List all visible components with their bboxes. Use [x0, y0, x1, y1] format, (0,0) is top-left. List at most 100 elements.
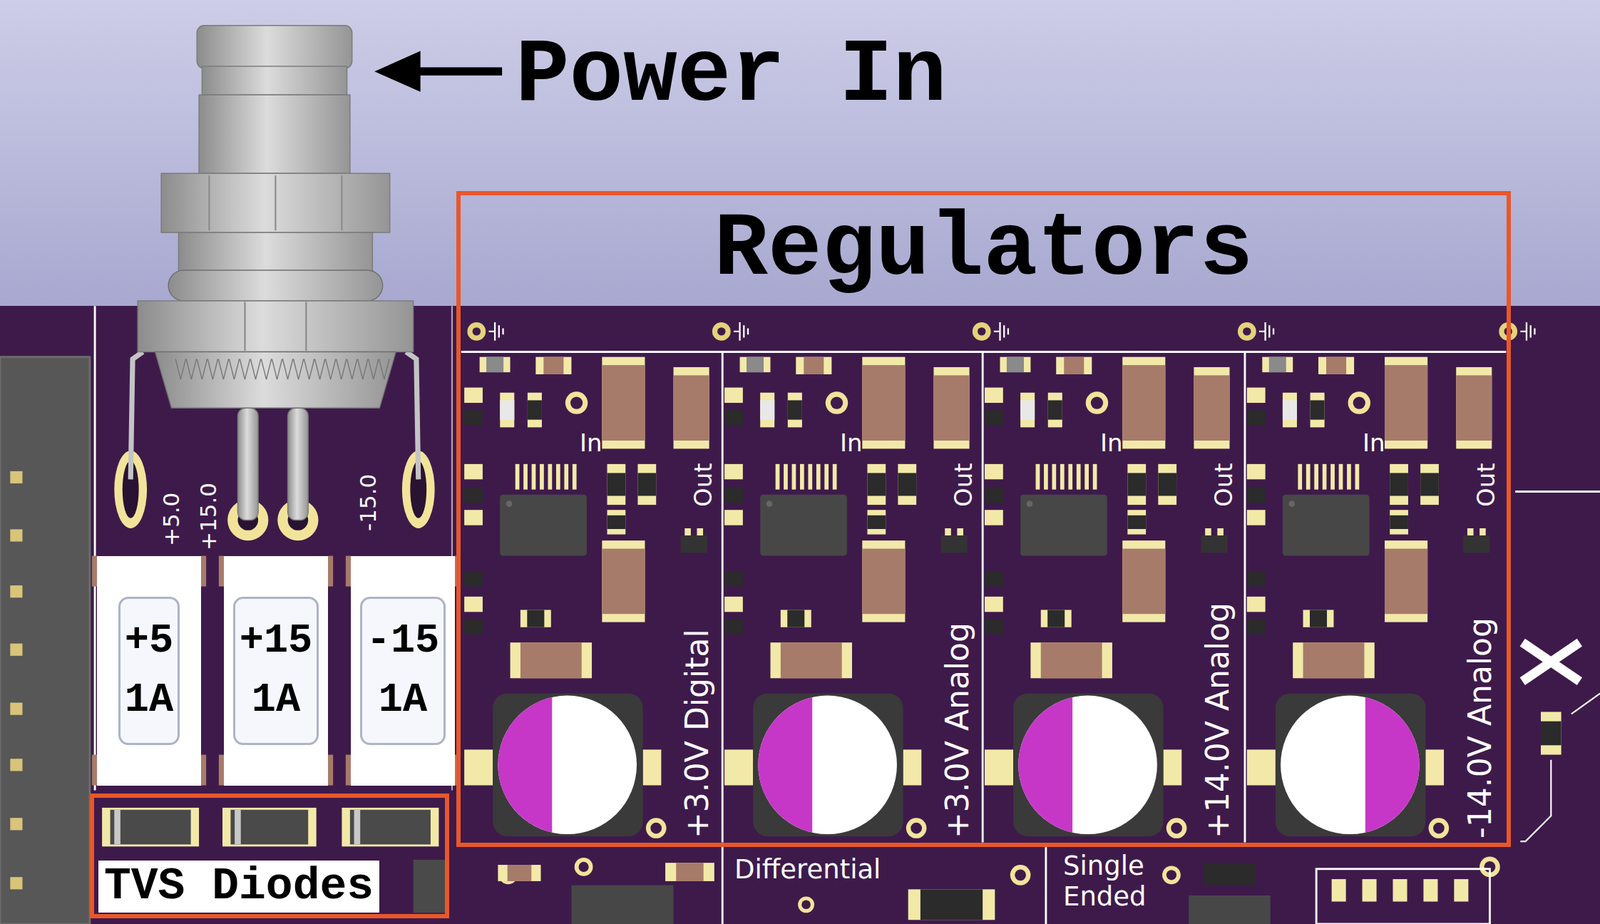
silkscreen-line	[1044, 846, 1047, 924]
ground-symbol	[993, 322, 1009, 341]
transistor	[940, 535, 967, 553]
ic-pin	[824, 464, 829, 490]
flange-edge	[305, 301, 307, 351]
smd-pad	[984, 387, 1004, 403]
smd-pad	[527, 392, 542, 428]
ic-pin	[1346, 464, 1352, 490]
section-title: Regulators	[713, 205, 1253, 296]
tvs-diode	[110, 809, 192, 845]
ic-pin	[807, 464, 813, 490]
signal-label: In	[839, 428, 863, 458]
smd-body	[897, 472, 917, 496]
smd-body	[486, 357, 504, 373]
smd-body	[1540, 721, 1562, 746]
regulator-ic	[1020, 494, 1108, 557]
tvs-diode	[413, 859, 447, 913]
smd-pad	[1423, 879, 1438, 902]
signal-label: In	[1362, 428, 1386, 458]
fuse-end-tab	[91, 755, 97, 786]
transistor	[1463, 535, 1490, 553]
pin-label: -15.0	[355, 474, 382, 532]
smd-pad	[984, 409, 1004, 425]
smd-pad	[724, 464, 743, 480]
test-hole	[578, 862, 589, 873]
pcb-board	[0, 305, 1600, 924]
knurl-tooth	[271, 359, 282, 381]
channel-label: +14.0V Analog	[1199, 602, 1238, 839]
resistor	[1303, 642, 1365, 679]
o-ring	[168, 270, 383, 301]
smd-pad	[1193, 367, 1230, 449]
diode-pad	[222, 807, 317, 847]
transistor-lead	[1217, 528, 1224, 536]
section-label: Single Ended	[1063, 851, 1147, 912]
inductor-base	[492, 693, 643, 837]
knurl-tooth	[282, 359, 293, 381]
test-hole	[1353, 396, 1366, 409]
smd-pad	[673, 367, 710, 449]
knurl-tooth	[325, 359, 336, 381]
knurl-tooth	[293, 359, 304, 381]
capacitor	[933, 375, 969, 441]
smd-pad	[1247, 464, 1266, 480]
test-hole	[1433, 822, 1445, 835]
ic-pin	[539, 464, 545, 490]
tvs-diode	[350, 809, 431, 845]
smd-body	[787, 400, 803, 420]
capacitor	[601, 549, 645, 615]
smd-pad	[1384, 357, 1428, 450]
smd-pad	[1331, 879, 1347, 902]
smd-pad	[724, 749, 753, 786]
smd-body	[1047, 609, 1065, 627]
smd-body	[607, 472, 627, 496]
ic-pin	[1060, 464, 1065, 490]
trace	[1520, 693, 1600, 842]
capacitor	[1193, 375, 1230, 441]
regulator-channel: +14.0V Analog	[984, 352, 1240, 842]
channel-label: -14.0V Analog	[1461, 617, 1500, 839]
via-pad	[1237, 322, 1257, 341]
smd-body	[1420, 472, 1439, 496]
test-pad	[565, 391, 588, 414]
transistor	[1204, 862, 1256, 885]
power-connector	[137, 25, 413, 408]
smd-body	[760, 400, 775, 420]
connector-leg	[406, 352, 419, 480]
backdrop	[0, 0, 1600, 306]
connector-barrel	[198, 94, 351, 174]
capacitor	[1455, 375, 1492, 441]
smd-body	[867, 472, 886, 496]
regulator-channel: +3.0V Digital	[464, 352, 720, 842]
diode-pad	[341, 807, 439, 847]
ic	[571, 885, 674, 924]
test-hole	[650, 822, 662, 835]
knurl-tooth	[379, 359, 390, 381]
smd-pad	[1247, 387, 1266, 403]
ic-pin	[1314, 464, 1319, 490]
inductor-base	[1013, 693, 1163, 837]
smd-body	[637, 472, 656, 496]
smd-pad	[499, 392, 515, 428]
smd-pad	[867, 509, 886, 535]
regulator-channel: -14.0V Analog	[1247, 352, 1503, 842]
section-label: Differential	[734, 854, 881, 886]
smd-pad	[933, 367, 969, 449]
ic-pin	[1093, 464, 1098, 490]
ic-pin	[548, 464, 553, 490]
smd-pad	[1157, 464, 1177, 505]
ic-pin	[1051, 464, 1056, 490]
test-pad	[906, 817, 927, 839]
smd-pad	[1247, 596, 1266, 612]
smd-pad	[464, 596, 483, 612]
smd-pad	[464, 409, 483, 425]
capacitor-polarity	[497, 697, 552, 833]
smd-body	[526, 609, 545, 627]
smd-pad	[1389, 509, 1409, 535]
knurl-tooth	[368, 359, 379, 381]
test-pad	[574, 857, 594, 877]
ic-pin	[572, 464, 577, 490]
smd-pad	[601, 540, 645, 622]
flange-edge	[243, 301, 246, 351]
smd-body	[527, 400, 542, 420]
knurl-tooth	[196, 359, 207, 381]
